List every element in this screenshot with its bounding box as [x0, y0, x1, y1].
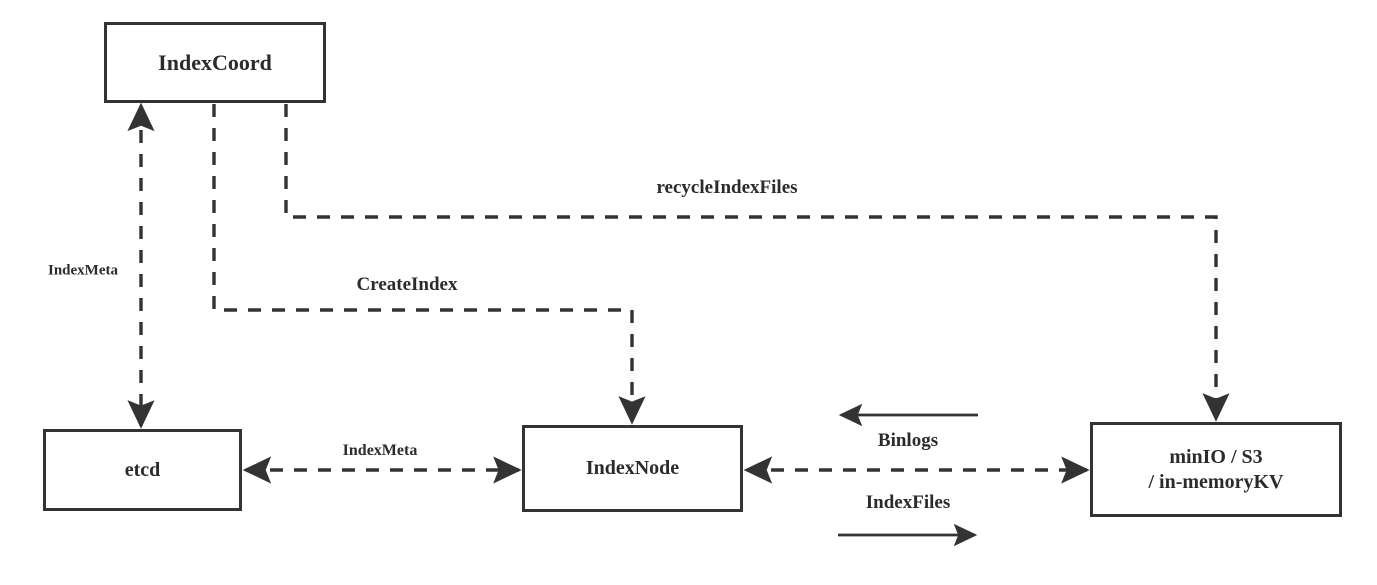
edge-label-create-index: CreateIndex: [352, 274, 462, 296]
edge-label-recycle-index-files: recycleIndexFiles: [652, 177, 802, 199]
node-etcd[interactable]: etcd: [43, 429, 242, 511]
node-index-coord[interactable]: IndexCoord: [104, 22, 326, 103]
node-etcd-label: etcd: [124, 458, 161, 481]
edge-label-index-meta-coord: IndexMeta: [44, 262, 122, 280]
node-minio-s3[interactable]: minIO / S3 / in-memoryKV: [1090, 422, 1342, 517]
connector-recycle-index-files: [284, 104, 1230, 422]
edge-label-binlogs: Binlogs: [873, 430, 943, 452]
node-minio-s3-label: minIO / S3 / in-memoryKV: [1148, 445, 1284, 493]
connector-create-index: [212, 104, 646, 425]
edge-label-index-files: IndexFiles: [861, 492, 955, 514]
edge-label-index-meta-etcd: IndexMeta: [338, 442, 422, 460]
node-index-coord-label: IndexCoord: [158, 49, 272, 75]
node-index-node-label: IndexNode: [585, 457, 680, 479]
node-index-node[interactable]: IndexNode: [522, 425, 743, 512]
